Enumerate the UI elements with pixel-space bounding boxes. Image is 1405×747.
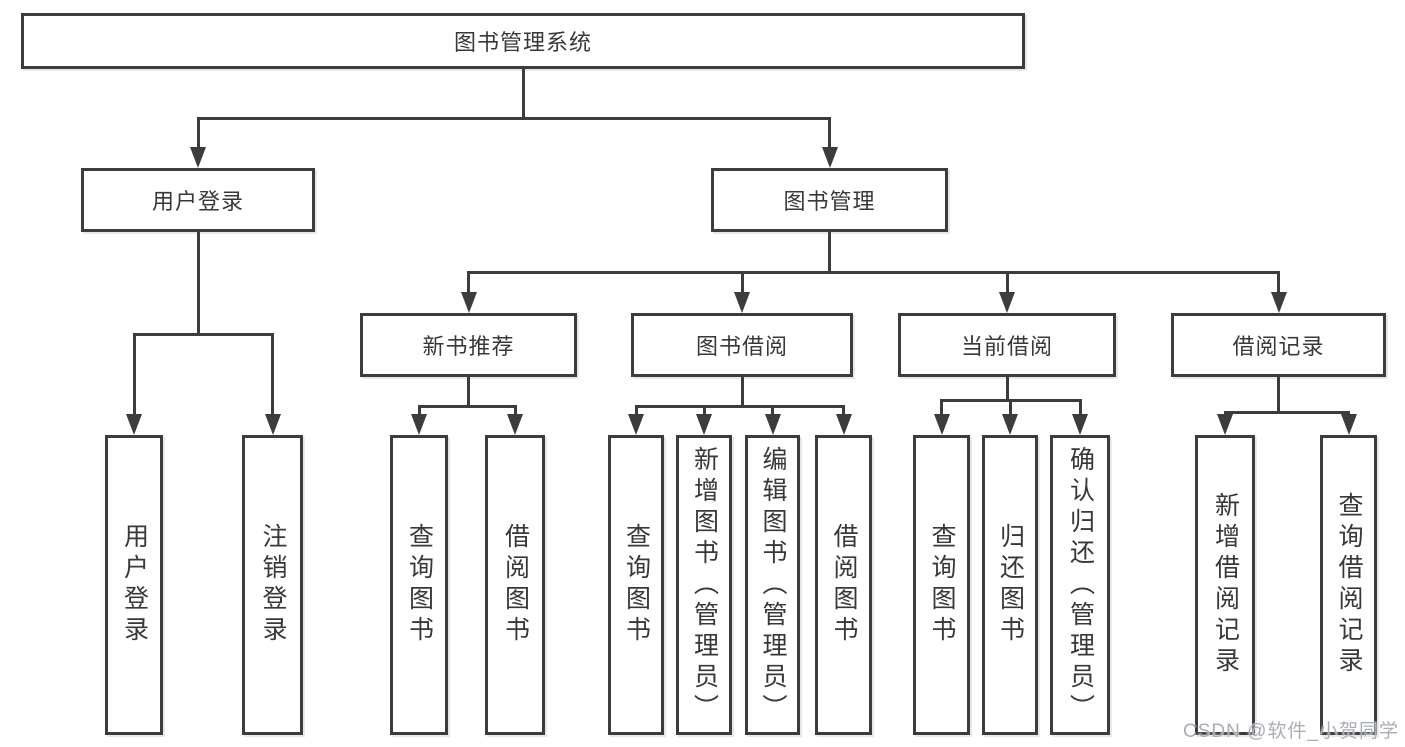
arrowhead-down [126,414,142,435]
node-label-leaf-add-record: 新增借阅记录 [1211,492,1240,678]
arrowhead-down [835,414,852,435]
connector-stem [467,375,470,408]
node-label-leaf-query-book-1: 查询图书 [405,523,434,647]
connector-drop [842,406,845,420]
node-current-borrow: 当前借阅 [898,313,1116,377]
node-leaf-query-book-3: 查询图书 [913,435,970,735]
arrowhead-down [999,292,1015,313]
arrowhead-down [1217,414,1233,435]
connector-drop [513,406,517,420]
connector-drop [1005,272,1009,298]
connector-stem [521,67,525,120]
arrowhead-down [1270,292,1287,313]
node-label-new-book-rec: 新书推荐 [422,334,515,359]
arrowhead-down [628,414,644,435]
connector-drop [1078,400,1082,420]
connector-drop [828,118,831,153]
node-label-book-borrow: 图书借阅 [695,334,788,359]
arrowhead-down [1002,414,1018,435]
node-label-current-borrow: 当前借阅 [960,334,1053,359]
node-root: 图书管理系统 [21,13,1025,69]
node-leaf-return-book: 归还图书 [982,435,1038,735]
connector-bar [196,116,831,120]
node-label-root: 图书管理系统 [453,30,592,55]
connector-bar [132,332,274,336]
connector-stem [196,230,200,336]
arrowhead-down [507,414,523,435]
connector-bar [634,404,845,408]
connector-stem [1277,375,1280,414]
connector-drop [740,272,744,298]
connector-stem [1005,375,1009,402]
arrowhead-down [734,292,750,313]
arrowhead-down [821,147,838,168]
arrowhead-down [1072,414,1088,435]
connector-drop [1008,400,1012,420]
arrowhead-down [696,414,712,435]
node-leaf-add-record: 新增借阅记录 [1195,435,1255,735]
connector-drop [467,272,470,298]
connector-drop [1277,272,1280,298]
node-label-leaf-borrow-book-2: 借阅图书 [830,523,858,647]
node-label-leaf-return-book: 归还图书 [996,523,1025,647]
node-label-leaf-confirm-return: 确认归还（管理员） [1066,445,1095,725]
connector-drop [634,406,638,420]
node-leaf-borrow-book-2: 借阅图书 [815,435,872,735]
csdn-watermark: CSDN @软件_小贺同学 [1183,721,1399,742]
node-leaf-query-book-2: 查询图书 [608,435,664,735]
node-label-leaf-user-login: 用户登录 [120,523,149,647]
connector-stem [828,230,831,274]
node-leaf-confirm-return: 确认归还（管理员） [1050,435,1110,735]
node-leaf-edit-book: 编辑图书（管理员） [745,435,800,735]
node-leaf-logout: 注销登录 [242,435,303,735]
connector-drop [196,118,200,153]
connector-stem [740,375,744,408]
node-new-book-rec: 新书推荐 [360,313,577,377]
connector-drop [702,406,706,420]
node-leaf-borrow-book-1: 借阅图书 [485,435,545,735]
node-label-leaf-query-book-3: 查询图书 [928,523,956,647]
connector-drop [132,334,136,420]
node-label-leaf-edit-book: 编辑图书（管理员） [759,445,787,725]
node-label-leaf-add-book: 新增图书（管理员） [690,445,719,725]
arrowhead-down [460,292,477,313]
node-book-borrow: 图书借阅 [631,313,853,377]
node-label-borrow-records: 借阅记录 [1232,334,1325,359]
node-user-login: 用户登录 [81,168,315,232]
connector-bar [467,270,1280,274]
node-label-leaf-query-book-2: 查询图书 [622,523,651,647]
arrowhead-down [411,414,427,435]
node-label-book-mgmt: 图书管理 [783,189,876,214]
node-leaf-add-book: 新增图书（管理员） [676,435,732,735]
arrowhead-down [764,414,781,435]
node-borrow-records: 借阅记录 [1171,313,1386,377]
arrowhead-down [933,414,950,435]
arrowhead-down [1340,414,1357,435]
node-label-leaf-logout: 注销登录 [259,523,287,647]
arrowhead-down [264,414,281,435]
node-label-user-login: 用户登录 [151,189,244,214]
connector-drop [940,400,943,420]
node-label-leaf-query-record: 查询借阅记录 [1335,492,1363,678]
node-leaf-user-login: 用户登录 [105,435,163,735]
node-leaf-query-record: 查询借阅记录 [1320,435,1377,735]
connector-drop [271,334,274,420]
connector-bar [1223,410,1350,414]
node-book-mgmt: 图书管理 [711,168,948,232]
connector-drop [417,406,421,420]
connector-bar [417,404,517,408]
node-leaf-query-book-1: 查询图书 [390,435,448,735]
connector-drop [771,406,774,420]
node-label-leaf-borrow-book-1: 借阅图书 [501,523,530,647]
arrowhead-down [190,147,206,168]
